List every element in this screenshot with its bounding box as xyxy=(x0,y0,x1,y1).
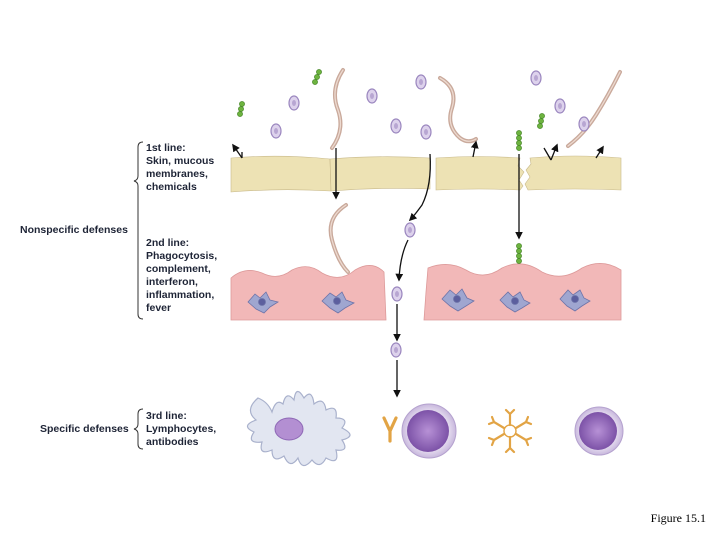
microbe-3 xyxy=(366,88,378,104)
tissue-segment-2 xyxy=(423,263,622,321)
microbe-6 xyxy=(420,124,432,140)
bacteria-chain-1 xyxy=(237,101,245,117)
parasites xyxy=(328,68,622,274)
lymphocyte-1-nucleus xyxy=(407,410,449,452)
microbe-1 xyxy=(288,95,300,111)
line2-text-4: inflammation, xyxy=(146,289,214,301)
tissue-segment-1 xyxy=(230,265,387,321)
lymphocyte-2 xyxy=(574,406,624,456)
line1-text-3: chemicals xyxy=(146,181,197,193)
antibody-cluster xyxy=(487,408,533,454)
lymphocyte-1 xyxy=(401,403,457,459)
tissue-cell-2 xyxy=(321,291,355,314)
microbe-9 xyxy=(578,116,590,132)
specific-brace xyxy=(133,408,144,450)
line3-title: 3rd line: xyxy=(146,410,187,422)
skin-segment-4 xyxy=(524,155,622,191)
line3-label: 3rd line: Lymphocytes, antibodies xyxy=(146,410,216,448)
nonspecific-label: Nonspecific defenses xyxy=(20,224,128,236)
line3-text-1: Lymphocytes, xyxy=(146,423,216,435)
braces xyxy=(133,141,144,450)
tissue-cell-5 xyxy=(559,289,591,312)
skin-segment-1 xyxy=(230,155,332,193)
microbe-12 xyxy=(390,342,402,358)
line1-label: 1st line: Skin, mucous membranes, chemic… xyxy=(146,142,214,193)
microbe-5 xyxy=(415,74,427,90)
microbe-4 xyxy=(390,118,402,134)
arrow-microbe-penetrates xyxy=(408,153,431,222)
figure-caption: Figure 15.1 xyxy=(650,511,706,525)
worm-4 xyxy=(328,203,350,274)
macrophage-nucleus xyxy=(274,417,304,441)
line2-text-2: complement, xyxy=(146,263,211,275)
arrow-repelled-1 xyxy=(233,145,243,159)
arrow-to-tissue xyxy=(395,239,409,282)
skin-segment-2 xyxy=(329,156,431,192)
line2-text-3: interferon, xyxy=(146,276,198,288)
line1-text-1: Skin, mucous xyxy=(146,155,214,167)
bacteria-chain-2 xyxy=(312,69,322,85)
skin-segment-3 xyxy=(435,156,525,191)
microbe-8 xyxy=(554,98,566,114)
arrow-repelled-2 xyxy=(470,140,479,158)
worm-2 xyxy=(438,76,478,144)
antibody-1 xyxy=(382,416,398,443)
worm-3 xyxy=(566,70,622,148)
tissue-cell-4 xyxy=(499,291,531,313)
line3-text-2: antibodies xyxy=(146,436,199,448)
line2-text-5: fever xyxy=(146,302,171,314)
bacteria-chain-3 xyxy=(537,113,545,129)
specific-label: Specific defenses xyxy=(40,423,129,435)
tissue-cell-3 xyxy=(441,288,475,312)
bacteria-chains xyxy=(237,69,545,264)
line2-title: 2nd line: xyxy=(146,237,189,249)
lymphocyte-2-nucleus xyxy=(579,412,617,450)
line2-text-1: Phagocytosis, xyxy=(146,250,217,262)
tissue-cells xyxy=(247,288,591,314)
microbe-11 xyxy=(391,286,403,302)
line1-title: 1st line: xyxy=(146,142,186,154)
tissue-layer xyxy=(230,263,622,321)
skin-layer xyxy=(230,155,622,193)
tissue-cell-1 xyxy=(247,291,280,314)
microbe-10 xyxy=(404,222,416,238)
bacteria-chain-5 xyxy=(516,243,522,264)
arrow-repelled-4 xyxy=(595,145,604,159)
line1-text-2: membranes, xyxy=(146,168,208,180)
microbes xyxy=(270,70,590,358)
microbe-2 xyxy=(270,123,282,139)
bacteria-chain-4 xyxy=(516,130,522,151)
microbe-7 xyxy=(530,70,542,86)
macrophage xyxy=(246,390,351,467)
line2-label: 2nd line: Phagocytosis, complement, inte… xyxy=(146,237,217,314)
arrows xyxy=(233,140,604,398)
nonspecific-brace xyxy=(133,141,144,320)
arrow-repelled-3 xyxy=(543,145,557,161)
